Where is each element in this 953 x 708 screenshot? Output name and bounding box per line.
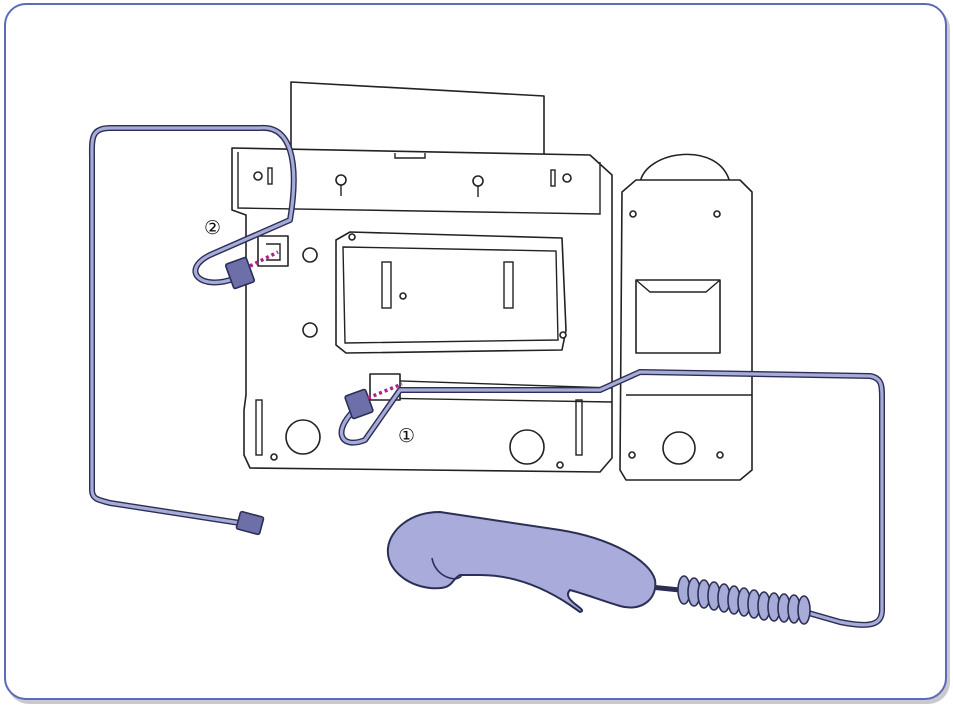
handset-cradle [620,154,752,480]
coiled-cord [640,576,810,624]
telephone-handset-icon [388,512,655,612]
callout-two: ② [204,217,221,239]
phone-base [232,148,612,472]
rj-connector-icon [236,511,264,535]
callout-one: ① [398,425,415,447]
